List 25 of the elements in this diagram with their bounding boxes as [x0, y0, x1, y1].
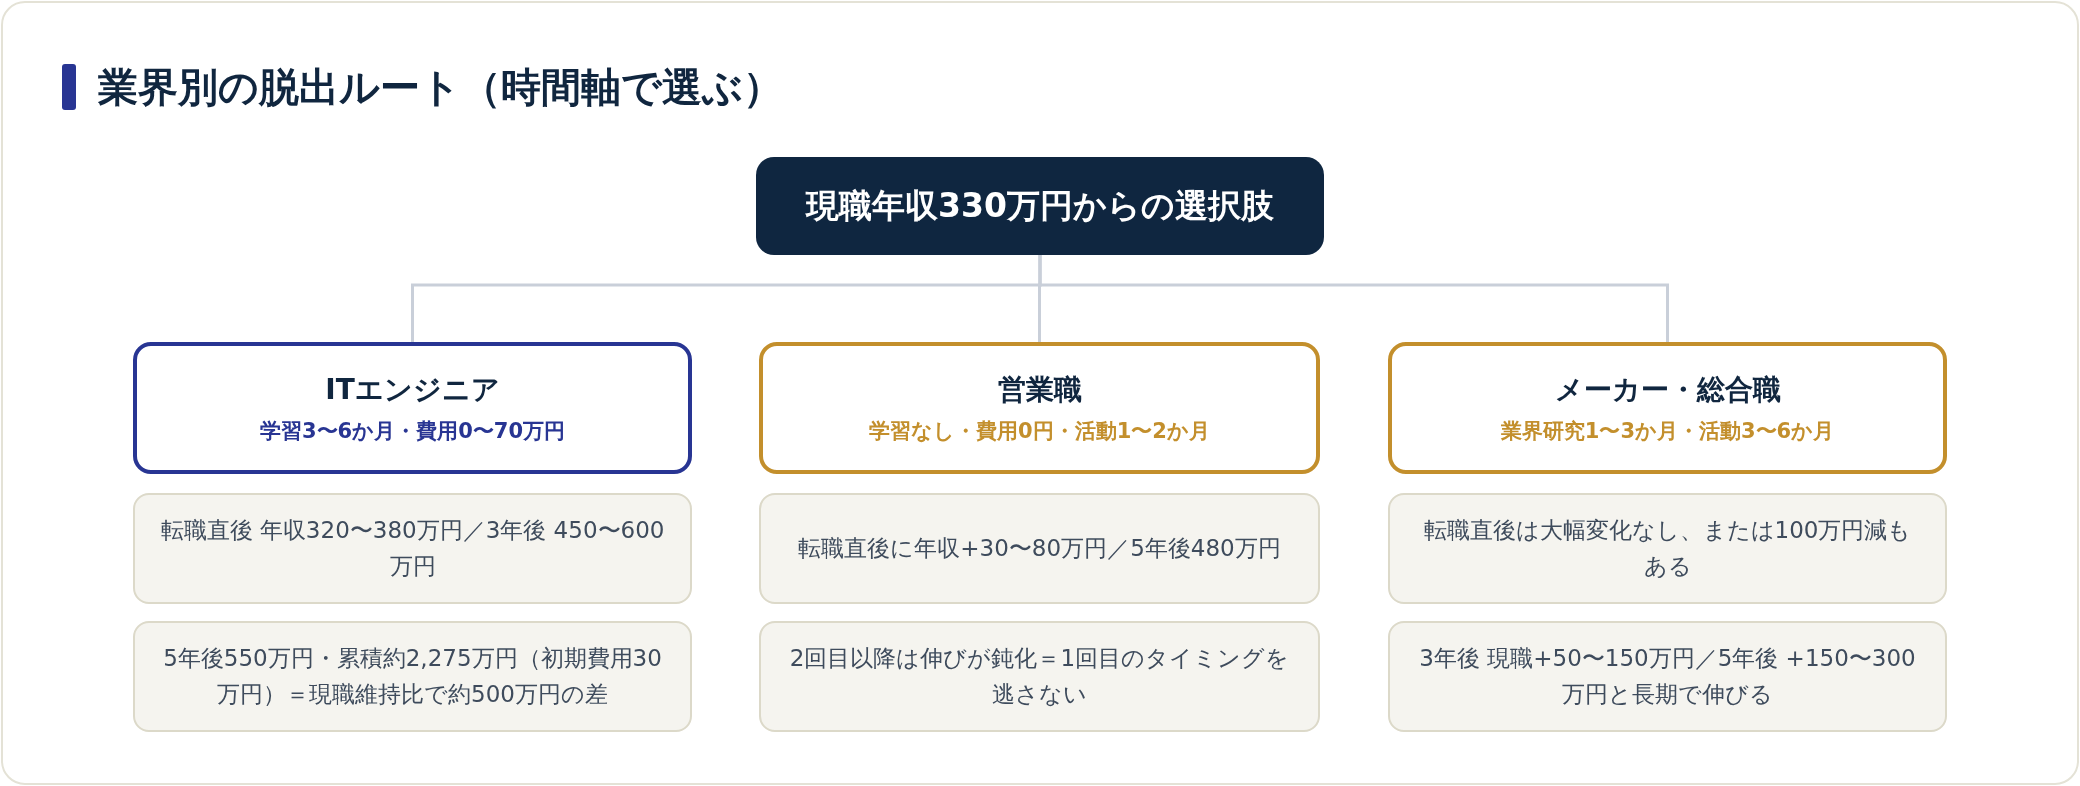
category-box	[1388, 342, 1947, 474]
category-subtitle: 学習3〜6か月・費用0〜70万円	[259, 418, 566, 446]
info-card	[133, 493, 692, 604]
info-card	[1388, 493, 1947, 604]
card-text: 転職直後に年収+30〜80万円／5年後480万円	[798, 533, 1281, 563]
info-card	[759, 493, 1320, 604]
info-card	[133, 621, 692, 732]
info-card	[1388, 621, 1947, 732]
category-subtitle: 学習なし・費用0円・活動1〜2か月	[869, 418, 1210, 446]
category-box	[759, 342, 1320, 474]
category-title: ITエンジニア	[325, 372, 500, 409]
diagram-title: 業界別の脱出ルート（時間軸で選ぶ）	[98, 63, 783, 112]
card-text: 3年後 現職+50〜150万円／5年後 +150〜300万円と長期で伸びる	[1418, 643, 1917, 709]
category-box	[133, 342, 692, 474]
connector-line	[1038, 255, 1669, 342]
card-text: 5年後550万円・累積約2,275万円（初期費用30万円）＝現職維持比で約500万円の差	[162, 643, 663, 709]
info-card	[759, 621, 1320, 732]
category-title: 営業職	[997, 372, 1082, 409]
root-node-box	[756, 157, 1324, 255]
category-title: メーカー・総合職	[1554, 372, 1781, 409]
root-title: 現職年収330万円からの選択肢	[806, 184, 1274, 227]
card-text: 転職直後は大幅変化なし、または100万円減もある	[1422, 515, 1913, 581]
category-subtitle: 業界研究1〜3か月・活動3〜6か月	[1500, 418, 1835, 446]
card-text: 2回目以降は伸びが鈍化＝1回目のタイミングを逃さない	[788, 643, 1291, 709]
card-text: 転職直後 年収320〜380万円／3年後 450〜600万円	[159, 515, 666, 581]
